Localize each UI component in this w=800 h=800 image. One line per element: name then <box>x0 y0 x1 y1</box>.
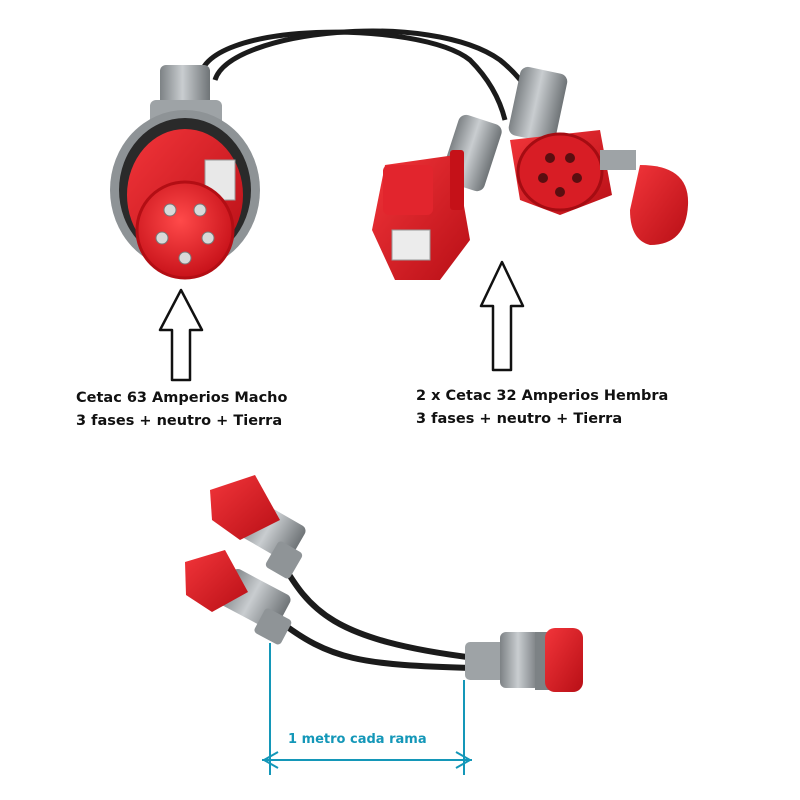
length-dimension-line <box>261 643 473 775</box>
male-connector-title: Cetac 63 Amperios Macho <box>76 390 288 406</box>
top-cable <box>197 28 538 121</box>
female-connector-label: 2 x Cetac 32 Amperios Hembra 3 fases + n… <box>416 385 668 431</box>
cable-length-label: 1 metro cada rama <box>288 732 427 747</box>
female-32a-socket-open <box>508 66 689 245</box>
bottom-male-connector <box>465 628 583 692</box>
bottom-female-connector-2 <box>185 550 292 645</box>
bottom-female-connector-1 <box>210 475 306 579</box>
female-connector-title: 2 x Cetac 32 Amperios Hembra <box>416 388 669 404</box>
male-63a-plug <box>110 65 260 280</box>
female-32a-socket-closed <box>372 114 502 280</box>
arrow-up-female-icon <box>479 260 525 372</box>
female-connector-spec: 3 fases + neutro + Tierra <box>416 411 623 427</box>
bottom-cable <box>276 558 476 671</box>
male-connector-spec: 3 fases + neutro + Tierra <box>76 413 283 429</box>
male-connector-label: Cetac 63 Amperios Macho 3 fases + neutro… <box>76 387 287 433</box>
arrow-up-male-icon <box>158 288 204 382</box>
